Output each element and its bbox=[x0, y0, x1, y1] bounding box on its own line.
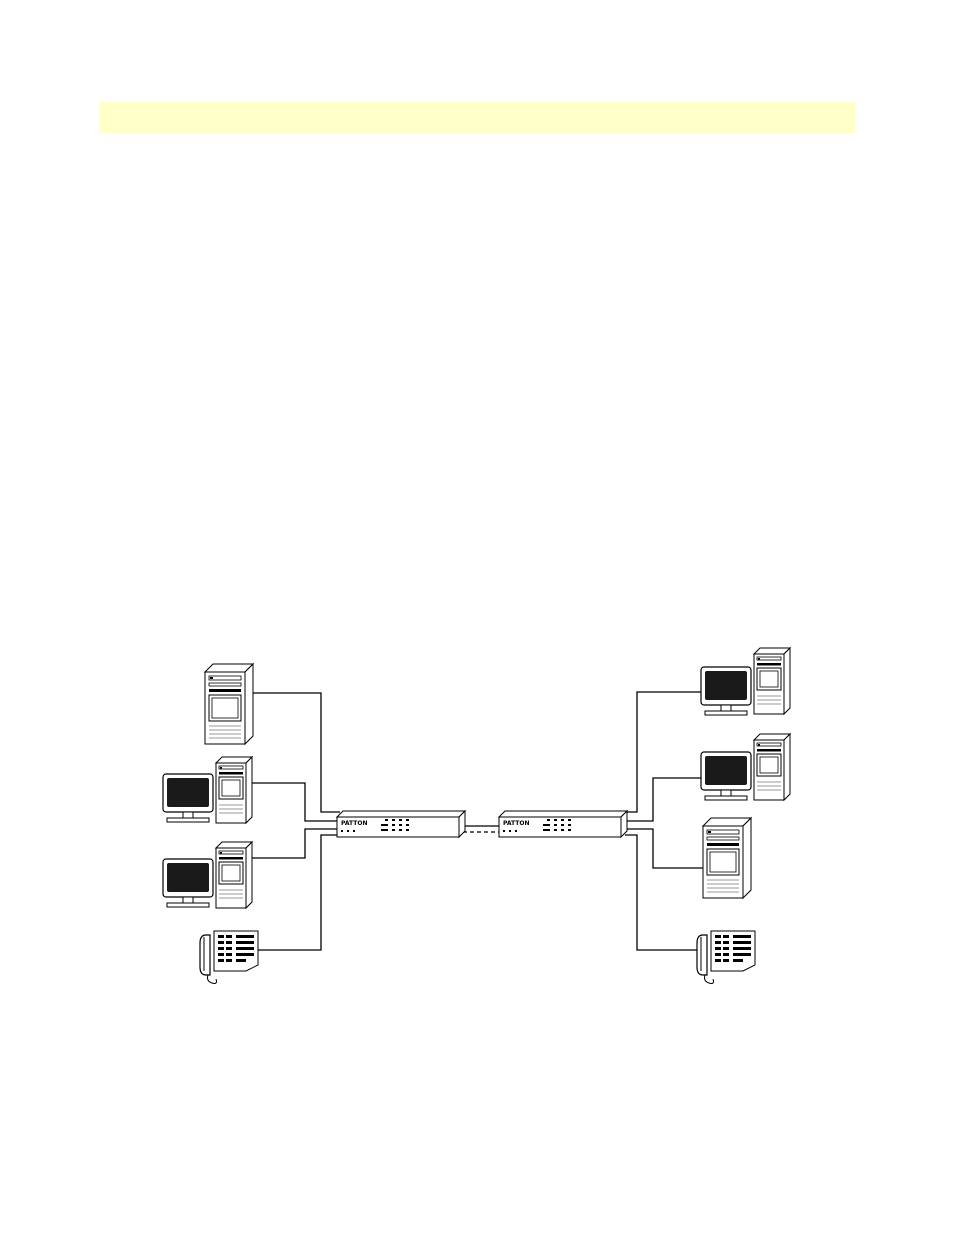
right-server bbox=[703, 818, 751, 898]
right-phone bbox=[697, 931, 755, 984]
right-connections bbox=[625, 692, 705, 950]
left-server bbox=[205, 664, 253, 744]
right-workstation-2-tower bbox=[754, 734, 790, 800]
right-router-brand: PATTON bbox=[503, 820, 529, 827]
left-workstation-1 bbox=[163, 757, 252, 823]
left-workstation-2 bbox=[163, 842, 252, 908]
right-workstation-1-monitor bbox=[701, 667, 751, 715]
link-right-phone bbox=[625, 835, 700, 950]
right-workstation-2-monitor bbox=[701, 752, 751, 800]
left-router: PATTON bbox=[337, 811, 465, 837]
right-workstation-2 bbox=[701, 734, 790, 800]
link-left-workstation-2 bbox=[252, 829, 340, 858]
left-workstation-2-monitor bbox=[163, 859, 213, 907]
left-phone bbox=[200, 931, 258, 984]
router-link bbox=[463, 826, 500, 832]
right-router: PATTON bbox=[499, 811, 627, 837]
link-left-phone bbox=[252, 835, 340, 950]
left-connections bbox=[252, 693, 340, 950]
left-workstation-1-tower bbox=[216, 757, 252, 823]
left-workstation-1-monitor bbox=[163, 774, 213, 822]
right-workstation-1-tower bbox=[754, 648, 790, 714]
link-left-workstation-1 bbox=[252, 783, 340, 821]
link-left-server bbox=[252, 693, 340, 812]
link-right-workstation-1 bbox=[625, 692, 705, 812]
left-router-brand: PATTON bbox=[341, 820, 367, 827]
right-workstation-1 bbox=[701, 648, 790, 715]
left-workstation-2-tower bbox=[216, 842, 252, 908]
